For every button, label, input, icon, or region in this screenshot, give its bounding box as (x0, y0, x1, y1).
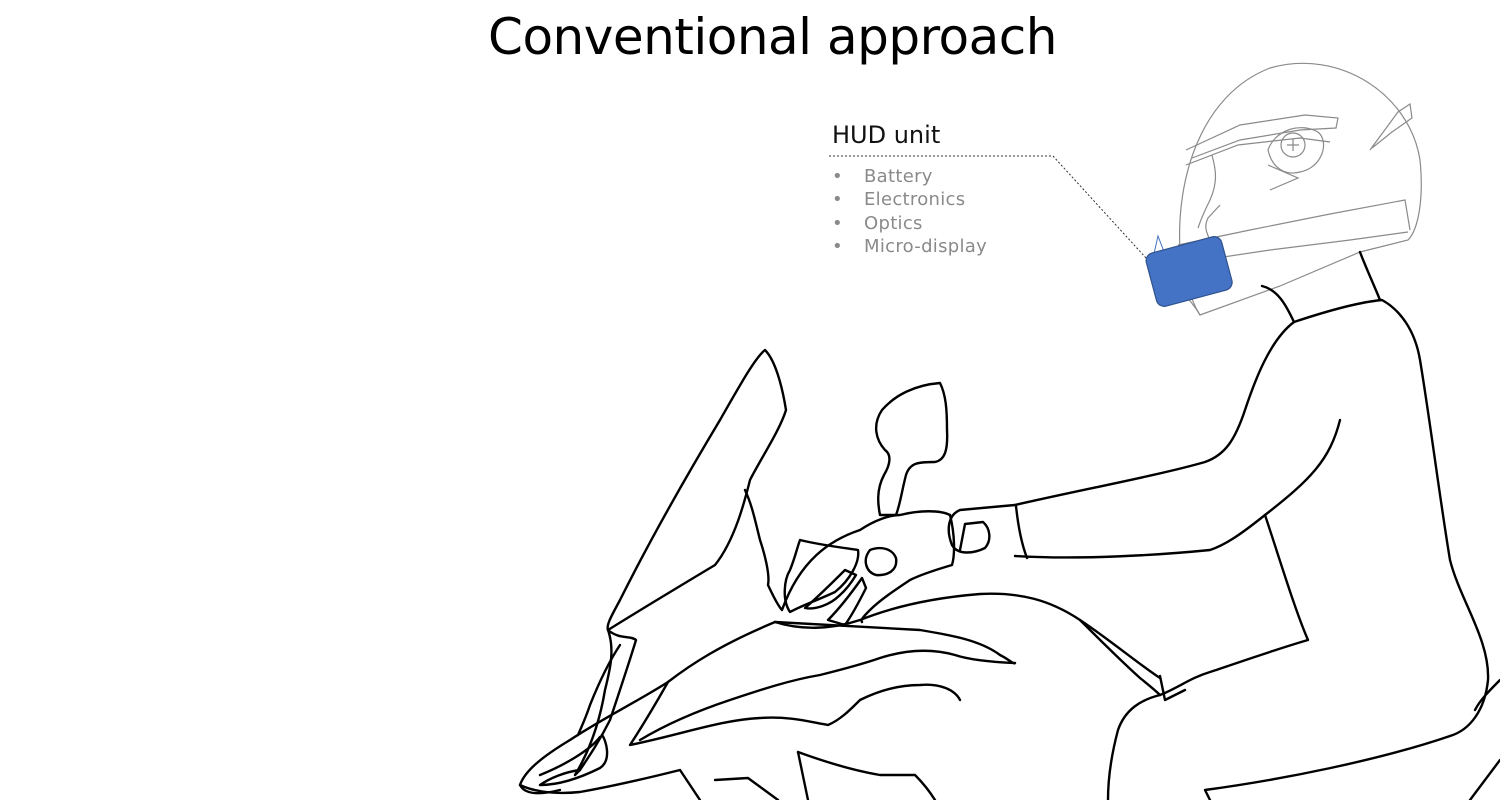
hud-component-list: •Battery •Electronics •Optics •Micro-dis… (832, 165, 987, 258)
hud-unit-label: HUD unit (832, 121, 941, 149)
helmet-icon (1177, 62, 1422, 316)
motorcycle-outline (518, 348, 1162, 800)
component-battery: Battery (864, 166, 933, 187)
component-optics: Optics (864, 212, 923, 234)
list-item: •Battery (832, 166, 933, 187)
list-item: •Electronics (832, 189, 966, 211)
component-micro-display: Micro-display (864, 235, 988, 257)
list-item: •Micro-display (832, 235, 988, 257)
component-electronics: Electronics (864, 189, 966, 211)
diagram-title: Conventional approach (488, 8, 1057, 66)
hud-leader-line (829, 155, 1147, 259)
list-item: •Optics (832, 212, 923, 234)
hud-unit-box (1145, 234, 1233, 307)
rider-outline (947, 250, 1500, 800)
